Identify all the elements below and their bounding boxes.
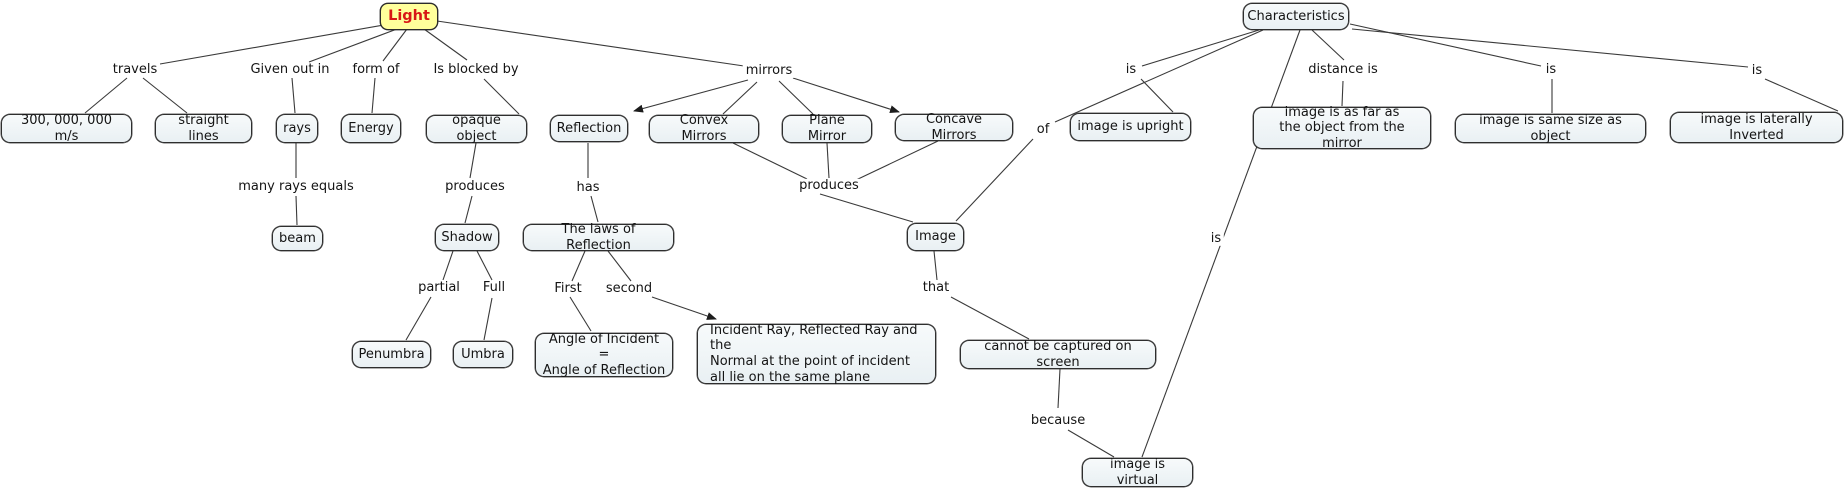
edge-concave-produces — [855, 140, 939, 181]
edge-cannot-because — [1057, 368, 1061, 409]
label-distance-is[interactable]: distance is — [1305, 62, 1381, 78]
node-light[interactable]: Light — [380, 3, 438, 30]
edge-chars-of — [1054, 29, 1264, 123]
node-speed[interactable]: 300, 000, 000 m/s — [1, 113, 132, 144]
node-opaque-object[interactable]: opaque object — [426, 113, 527, 144]
edge-first-angle — [569, 296, 592, 332]
node-concave-mirrors[interactable]: Concave Mirrors — [895, 112, 1013, 143]
edge-chars-is3 — [1351, 28, 1749, 68]
edge-chars-is2 — [1349, 23, 1542, 67]
label-that[interactable]: that — [919, 280, 953, 296]
node-image-far[interactable]: image is as far as the object from the m… — [1253, 105, 1431, 151]
node-straight-lines[interactable]: straight lines — [155, 113, 252, 144]
label-is-same-size[interactable]: is — [1542, 62, 1560, 78]
edge-plane-produces — [826, 142, 830, 179]
node-image-upright[interactable]: image is upright — [1070, 113, 1191, 141]
label-many-rays-equals[interactable]: many rays equals — [235, 179, 357, 195]
edge-full-umbra — [483, 297, 493, 341]
edge-mirrors-plane — [778, 80, 814, 115]
edge-shadow-partial — [442, 250, 454, 281]
edge-light-formof — [382, 28, 408, 62]
edge-because-virtual — [1067, 429, 1115, 458]
edge-opaque-produces — [469, 142, 477, 179]
edge-is3-inverted — [1764, 78, 1839, 112]
edge-light-travels — [159, 24, 385, 65]
label-first[interactable]: First — [551, 281, 585, 297]
edge-of-image — [955, 138, 1034, 222]
edge-shadow-full — [476, 250, 493, 281]
node-plane-mirror[interactable]: Plane Mirror — [782, 113, 872, 144]
node-penumbra[interactable]: Penumbra — [352, 341, 431, 368]
node-energy[interactable]: Energy — [341, 114, 401, 143]
edge-produces-shadow — [464, 195, 473, 224]
edge-travels-straight — [142, 77, 188, 114]
label-because[interactable]: because — [1027, 413, 1089, 429]
node-umbra[interactable]: Umbra — [453, 341, 513, 368]
label-full[interactable]: Full — [479, 280, 509, 296]
node-convex-mirrors[interactable]: Convex Mirrors — [649, 113, 759, 144]
edge-distance-far — [1341, 80, 1344, 107]
label-of[interactable]: of — [1033, 122, 1053, 138]
edge-second-incident — [651, 296, 717, 320]
label-is-upright[interactable]: is — [1122, 62, 1140, 78]
node-rays[interactable]: rays — [276, 114, 318, 143]
edge-light-mirrors — [436, 20, 745, 67]
label-produces-shadow[interactable]: produces — [442, 179, 508, 195]
edge-mirrors-reflection — [633, 79, 749, 113]
label-partial[interactable]: partial — [415, 280, 463, 296]
label-produces-image[interactable]: produces — [796, 178, 862, 194]
edge-formof-energy — [371, 77, 376, 114]
node-beam[interactable]: beam — [272, 226, 323, 251]
node-angle-equality[interactable]: Angle of Incident = Angle of Reflection — [535, 332, 673, 378]
label-is-virtual[interactable]: is — [1207, 231, 1225, 247]
node-cannot-captured[interactable]: cannot be captured on screen — [960, 339, 1156, 370]
edge-that-cannot — [950, 296, 1030, 340]
edge-blocked-opaque — [483, 78, 520, 115]
label-is-blocked-by[interactable]: Is blocked by — [430, 62, 522, 78]
edge-partial-penumbra — [405, 296, 432, 341]
node-laws-of-reflection[interactable]: The laws of Reflection — [523, 222, 674, 253]
edge-given-rays — [291, 77, 296, 114]
edge-is1-upright — [1140, 78, 1174, 113]
edge-image-that — [933, 250, 938, 281]
node-image[interactable]: Image — [907, 223, 964, 251]
edge-chars-is1 — [1141, 29, 1260, 67]
edge-light-blocked — [423, 28, 468, 61]
label-second[interactable]: second — [602, 281, 656, 297]
edge-many-beam — [295, 195, 298, 226]
edge-mirrors-convex — [722, 81, 758, 115]
edge-travels-speed — [84, 77, 128, 114]
edge-has-laws — [590, 195, 599, 223]
edge-produces-image — [819, 193, 914, 223]
node-image-same-size[interactable]: image is same size as object — [1455, 113, 1646, 144]
edge-laws-first — [571, 250, 586, 282]
label-form-of[interactable]: form of — [349, 62, 403, 78]
edge-laws-second — [607, 250, 632, 282]
label-travels[interactable]: travels — [109, 62, 161, 78]
node-shadow[interactable]: Shadow — [435, 224, 499, 251]
edge-chars-distance — [1311, 29, 1345, 61]
label-given-out-in[interactable]: Given out in — [247, 62, 333, 78]
label-has[interactable]: has — [573, 180, 603, 196]
node-image-virtual[interactable]: image is virtual — [1082, 457, 1193, 488]
edge-light-given — [308, 28, 398, 63]
node-image-inverted[interactable]: image is laterally Inverted — [1670, 112, 1843, 143]
label-mirrors[interactable]: mirrors — [742, 63, 796, 79]
node-characteristics[interactable]: Characteristics — [1243, 3, 1349, 30]
node-incident-ray-law[interactable]: Incident Ray, Reflected Ray and the Norm… — [697, 323, 936, 385]
label-is-inverted[interactable]: is — [1748, 63, 1766, 79]
node-reflection[interactable]: Reflection — [550, 115, 628, 142]
edge-convex-produces — [732, 142, 808, 180]
edge-mirrors-concave — [792, 77, 900, 114]
